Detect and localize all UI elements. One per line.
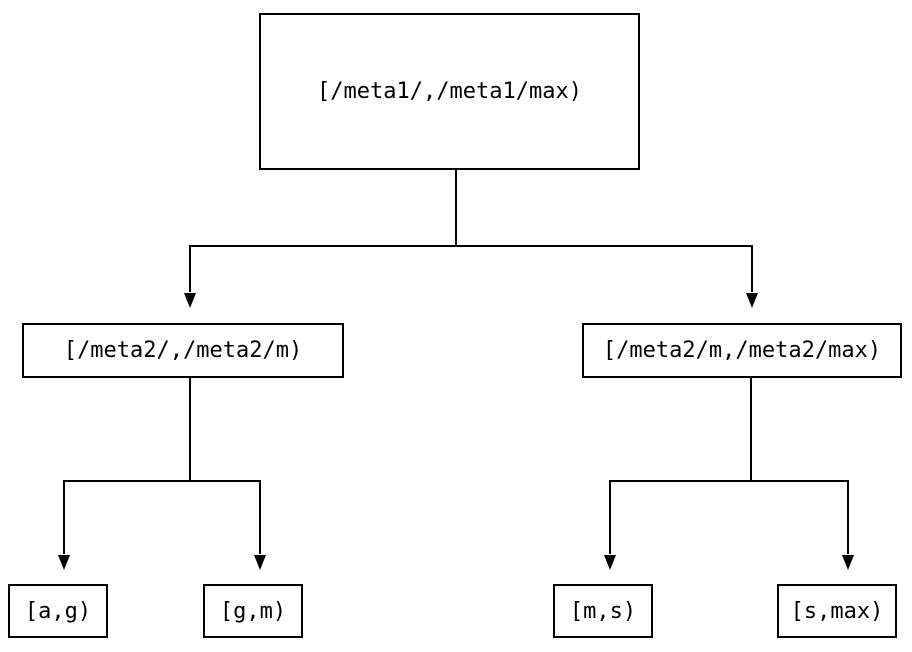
tree-node-root-label: [/meta1/,/meta1/max) <box>317 79 582 104</box>
tree-node-left-right: [g,m) <box>203 584 303 638</box>
tree-node-left-left-label: [a,g) <box>24 598 92 624</box>
arrowhead-left-left <box>58 555 70 570</box>
arrowhead-left-right <box>254 555 266 570</box>
tree-node-right-right: [s,max) <box>777 584 897 638</box>
tree-node-right-label: [/meta2/m,/meta2/max) <box>602 338 882 363</box>
arrowhead-right-right <box>842 555 854 570</box>
tree-node-right-left: [m,s) <box>553 584 653 638</box>
arrowhead-root-right <box>746 293 758 308</box>
tree-node-right-left-label: [m,s) <box>569 598 637 624</box>
tree-node-root: [/meta1/,/meta1/max) <box>259 13 640 170</box>
tree-node-left-label: [/meta2/,/meta2/m) <box>63 338 303 363</box>
connector-left-children <box>58 378 266 570</box>
tree-node-right: [/meta2/m,/meta2/max) <box>582 323 902 378</box>
tree-node-left-right-label: [g,m) <box>219 598 287 624</box>
tree-node-left: [/meta2/,/meta2/m) <box>22 323 344 378</box>
connector-right-children <box>604 378 854 570</box>
arrowhead-root-left <box>184 293 196 308</box>
arrowhead-right-left <box>604 555 616 570</box>
tree-node-right-right-label: [s,max) <box>790 598 884 624</box>
connector-root-children <box>184 170 758 308</box>
tree-node-left-left: [a,g) <box>8 584 108 638</box>
